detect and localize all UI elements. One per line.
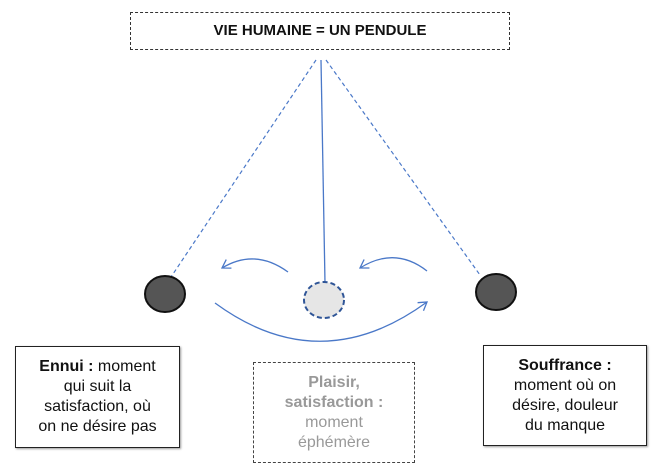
ball-right <box>475 273 517 311</box>
string-left <box>170 59 317 278</box>
ennui-line: moment <box>93 358 156 375</box>
arrow-left-swing <box>220 258 289 273</box>
arrow-bottom-arc <box>214 301 428 342</box>
arrow-right-swing <box>358 257 428 272</box>
ennui-line: satisfaction, où <box>44 398 151 415</box>
souffrance-term: Souffrance : <box>518 356 612 374</box>
souffrance-box: Souffrance : moment où on désire, douleu… <box>483 345 647 446</box>
ball-center <box>303 281 345 319</box>
ennui-box: Ennui : moment qui suit la satisfaction,… <box>15 346 180 448</box>
title-box: VIE HUMAINE = UN PENDULE <box>130 12 510 50</box>
souffrance-line: du manque <box>524 416 606 434</box>
ennui-term: Ennui : <box>39 358 94 375</box>
plaisir-box: Plaisir, satisfaction : moment éphémère <box>253 362 415 463</box>
ennui-line: on ne désire pas <box>38 418 157 435</box>
string-right <box>325 59 481 276</box>
plaisir-term: satisfaction : <box>284 393 384 411</box>
souffrance-line: moment où on <box>513 376 617 394</box>
plaisir-term: Plaisir, <box>308 373 360 391</box>
title-text: VIE HUMAINE = UN PENDULE <box>213 22 427 39</box>
string-center <box>320 59 326 284</box>
plaisir-line: éphémère <box>297 433 371 451</box>
ball-left <box>144 275 186 313</box>
ennui-line: qui suit la <box>63 378 132 395</box>
plaisir-line: moment <box>305 413 363 431</box>
souffrance-line: désire, douleur <box>512 396 618 414</box>
